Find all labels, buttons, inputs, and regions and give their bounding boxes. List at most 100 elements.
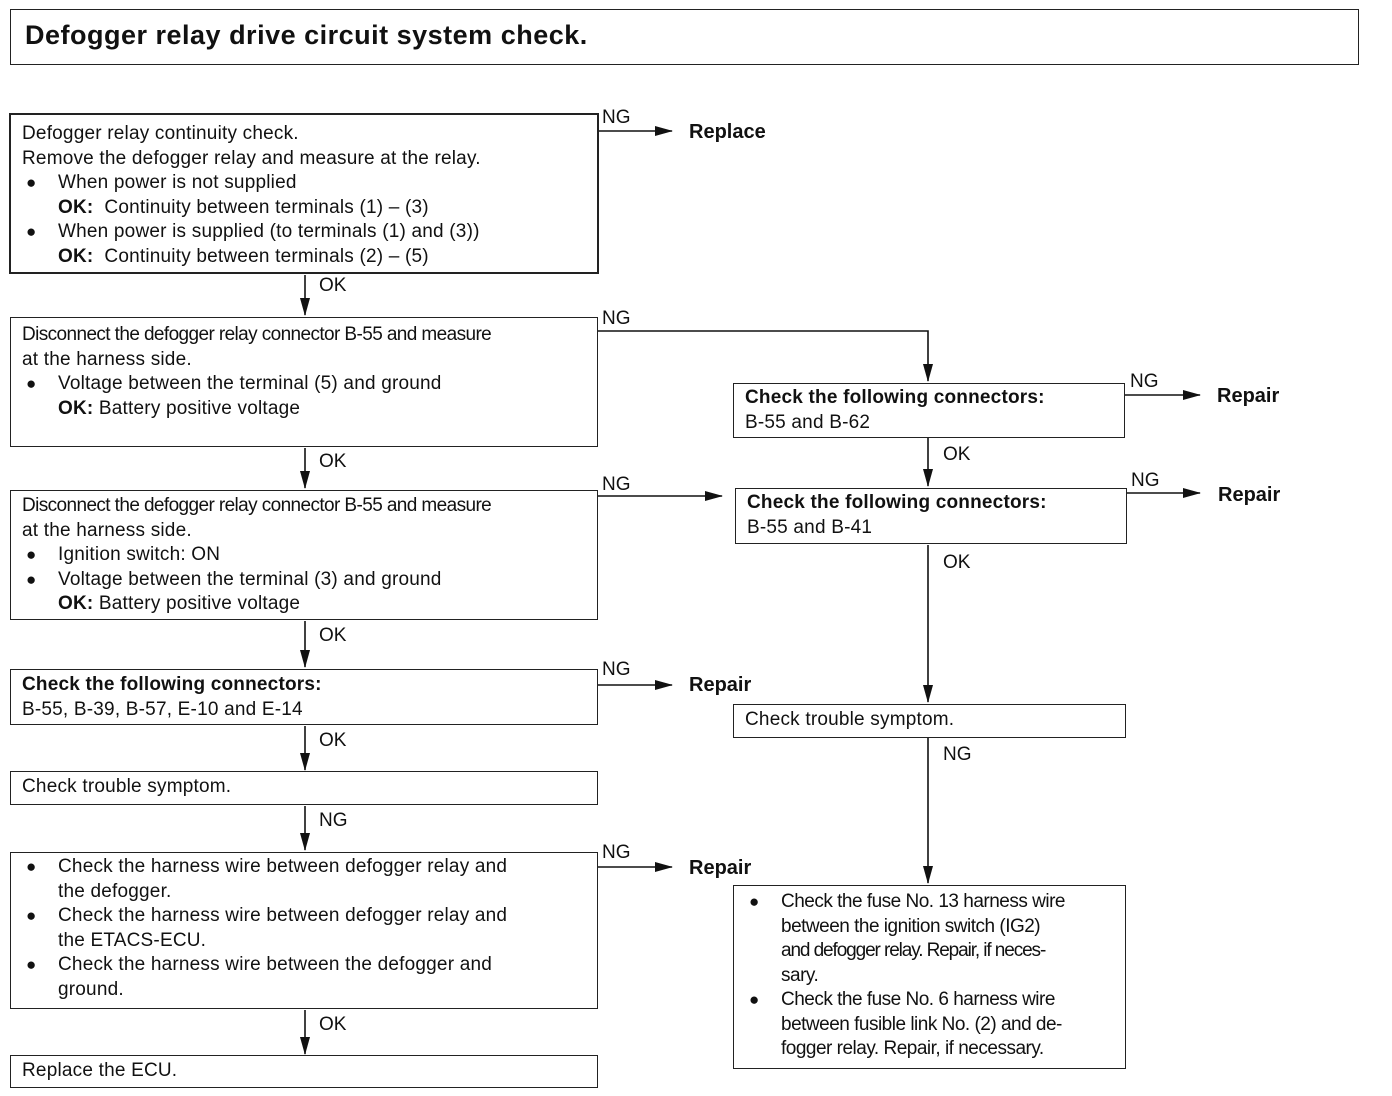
ok-label-s4: OK [319,730,347,751]
bullet-icon: ● [26,569,37,589]
action-repair-s4: Repair [689,674,752,696]
ng-label-s4: NG [602,659,631,680]
page-title: Defogger relay drive circuit system chec… [25,20,588,50]
bullet-icon: ● [26,545,37,564]
step4-line: B-55, B-39, B-57, E-10 and E-14 [22,698,303,720]
action-repair-r1: Repair [1217,385,1280,407]
ng-label-r2: NG [1131,470,1160,491]
step1-line2: Remove the defogger relay and measure at… [22,147,481,169]
step1-bullet1: ● When power is not supplied [22,171,587,196]
step6-bullet3-line1: Check the harness wire between the defog… [58,954,493,975]
step-check-connectors-left: Check the following connectors: B-55, B-… [10,669,598,725]
bullet-icon: ● [26,857,37,876]
bullet-icon: ● [26,374,37,393]
step4-heading: Check the following connectors: [22,674,322,695]
r3-line: Check trouble symptom. [745,709,955,730]
step2-line1: Disconnect the defogger relay connector … [22,324,492,345]
bullet-icon: ● [26,955,37,974]
step1-bullet2: ● When power is supplied (to terminals (1… [22,220,587,245]
r4-bullet2-line2: between fusible link No. (2) and de- [781,1013,1062,1035]
step2-bullet1: ● Voltage between the terminal (5) and gr… [22,372,587,397]
step-replace-ecu: Replace the ECU. [10,1055,598,1088]
step3-line2: at the harness side. [22,519,192,541]
ok-label: OK: [58,593,94,614]
r4-bullet1-line4: sary. [781,964,819,986]
ok-label: OK: [58,245,94,267]
ok-label: OK: [58,196,94,218]
ok-label-s1: OK [319,275,347,296]
ng-label-s5: NG [319,810,348,831]
ng-label-r1: NG [1130,371,1159,392]
r4-bullet1: ● Check the fuse No. 13 harness wire betwe… [745,890,1117,988]
step1-bullet2-text: When power is supplied (to terminals (1)… [58,221,480,242]
step7-line: Replace the ECU. [22,1060,178,1081]
step1-line1: Defogger relay continuity check. [22,123,299,144]
step-check-connectors-b41: Check the following connectors: B-55 and… [735,488,1127,544]
step-voltage-terminal5: Disconnect the defogger relay connector … [10,317,598,447]
ok-label-s2: OK [319,451,347,472]
ok-label-s6: OK [319,1014,347,1035]
ng-label-s1: NG [602,107,631,128]
step6-bullet2-line2: the ETACS-ECU. [58,929,207,951]
step1-ok1: OK: Continuity between terminals (1) – (… [22,196,587,221]
bullet-icon: ● [26,906,37,925]
ok-label-r1: OK [943,444,971,465]
r4-bullet2-line3: fogger relay. Repair, if necessary. [781,1038,1044,1059]
step6-bullet2-line1: Check the harness wire between defogger … [58,905,508,926]
arrow-s2-r1 [598,330,933,382]
step6-bullet2: ● Check the harness wire between defogger… [22,904,587,953]
bullet-icon: ● [749,892,759,911]
step-voltage-terminal3: Disconnect the defogger relay connector … [10,490,598,620]
step3-ok-text: Battery positive voltage [98,593,301,614]
r4-bullet1-line3: and defogger relay. Repair, if neces- [781,940,1046,961]
step1-bullet1-text: When power is not supplied [58,172,297,193]
ok-label-r2: OK [943,552,971,573]
action-replace: Replace [689,121,766,143]
r4-bullet1-line1: Check the fuse No. 13 harness wire [781,891,1066,912]
ng-label-s3: NG [602,474,631,495]
step2-ok: OK: Battery positive voltage [22,397,587,422]
title-box: Defogger relay drive circuit system chec… [10,9,1359,65]
step2-line2: at the harness side. [22,348,192,370]
step6-bullet3-line2: ground. [58,978,124,1000]
ng-label-s6: NG [602,842,631,863]
step3-ok: OK: Battery positive voltage [22,592,587,617]
step-check-trouble-symptom-right: Check trouble symptom. [733,704,1126,738]
ok-label-s3: OK [319,625,347,646]
r2-line: B-55 and B-41 [747,516,873,538]
step2-bullet1-text: Voltage between the terminal (5) and gro… [58,373,442,394]
ng-label-r3: NG [943,744,972,765]
step3-bullet2-text: Voltage between the terminal (3) and gro… [58,568,442,590]
step3-bullet1-text: Ignition switch: ON [58,544,221,565]
step3-bullet1: ● Ignition switch: ON [22,543,587,568]
step6-bullet1: ● Check the harness wire between defogger… [22,855,587,904]
ng-label-s2: NG [602,308,631,329]
step1-ok1-text: Continuity between terminals (1) – (3) [104,196,429,218]
step-relay-continuity-check: Defogger relay continuity check. Remove … [9,113,599,274]
action-repair-s6: Repair [689,857,752,879]
bullet-icon: ● [26,222,37,241]
ok-label: OK: [58,397,94,419]
step5-line: Check trouble symptom. [22,776,232,797]
step-check-trouble-symptom-left: Check trouble symptom. [10,771,598,805]
step1-ok2-text: Continuity between terminals (2) – (5) [104,245,429,267]
r4-bullet1-line2: between the ignition switch (IG2) [781,915,1041,937]
action-repair-r2: Repair [1218,484,1281,506]
step2-ok-text: Battery positive voltage [98,397,301,419]
r1-line: B-55 and B-62 [745,411,871,433]
bullet-icon: ● [26,173,37,192]
step-check-harness-wires: ● Check the harness wire between defogger… [10,852,598,1009]
step-check-connectors-b62: Check the following connectors: B-55 and… [733,383,1125,438]
step6-bullet1-line1: Check the harness wire between defogger … [58,856,508,877]
step6-bullet3: ● Check the harness wire between the defo… [22,953,587,1002]
r4-bullet2: ● Check the fuse No. 6 harness wire betwee… [745,988,1117,1062]
r2-heading: Check the following connectors: [747,492,1047,513]
bullet-icon: ● [749,990,759,1009]
step-check-fuse-harness: ● Check the fuse No. 13 harness wire betwe… [733,885,1126,1069]
step6-bullet1-line2: the defogger. [58,880,172,902]
step3-bullet2: ● Voltage between the terminal (3) and gr… [22,568,587,593]
r4-bullet2-line1: Check the fuse No. 6 harness wire [781,989,1055,1010]
r1-heading: Check the following connectors: [745,387,1045,408]
step3-line1: Disconnect the defogger relay connector … [22,495,492,516]
